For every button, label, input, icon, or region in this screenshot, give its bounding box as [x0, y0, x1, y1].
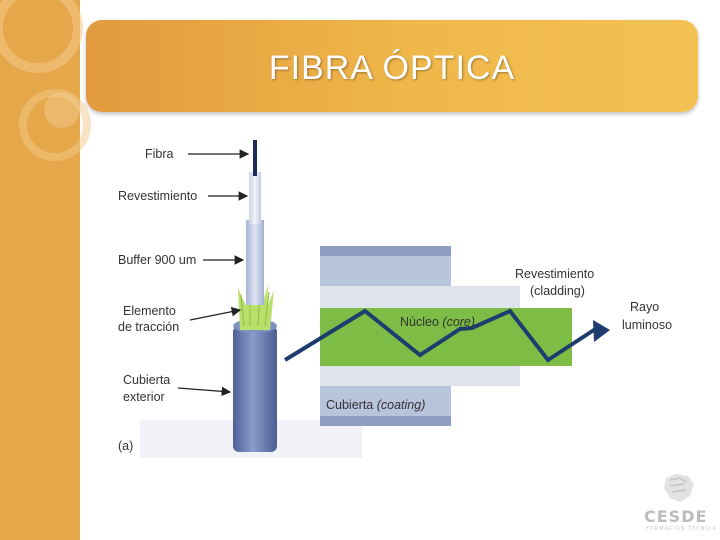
label-cubierta-section: Cubierta (coating): [326, 398, 425, 413]
fiber-core-shape: [253, 140, 257, 176]
label-cubierta-word: Cubierta: [326, 398, 374, 412]
label-core: (core): [442, 315, 476, 329]
buffer-shape: [246, 220, 264, 305]
label-elemento-line2: de tracción: [118, 320, 180, 334]
light-ray: [283, 308, 602, 363]
label-cladding: (cladding): [530, 284, 585, 298]
cladding-shape: [249, 172, 261, 224]
label-revestimiento: Revestimiento: [118, 189, 198, 203]
cladding-lower-band: [320, 366, 520, 386]
label-elemento-line1: Elemento: [123, 304, 176, 318]
label-cubierta-line1: Cubierta: [123, 373, 171, 387]
label-cubierta-line2: exterior: [123, 390, 165, 404]
label-coating: (coating): [376, 398, 426, 412]
elemento-arrow: [189, 306, 242, 321]
cubierta-arrow: [177, 386, 232, 397]
outer-jacket-shape: [233, 326, 277, 452]
cross-section: [283, 246, 610, 426]
cesde-logo-tagline: FORMACIÓN TÉCNICA: [646, 526, 717, 532]
title-bar: [86, 20, 698, 112]
sidebar-circles-decoration: [0, 0, 91, 161]
label-nucleo-word: Núcleo: [400, 315, 439, 329]
cladding-upper-band: [320, 286, 520, 308]
light-ray-arrowhead: [593, 320, 610, 342]
label-revestimiento-section: Revestimiento: [515, 267, 595, 281]
label-buffer: Buffer 900 um: [118, 253, 197, 267]
cesde-logo-text: CESDE: [644, 507, 708, 526]
label-nucleo: Núcleo (core): [400, 315, 475, 330]
fiber-diagram-graphic: [140, 140, 610, 458]
label-fibra: Fibra: [145, 147, 174, 161]
label-figure-tag: (a): [118, 439, 134, 453]
label-rayo-line2: luminoso: [622, 318, 673, 332]
fiber-diagram: Fibra Revestimiento Buffer 900 um Elemen…: [100, 130, 700, 470]
slide-title: FIBRA ÓPTICA: [268, 49, 516, 87]
cesde-logo-icon: [664, 474, 694, 502]
sidebar-band: [0, 0, 80, 540]
label-rayo-line1: Rayo: [630, 300, 660, 314]
